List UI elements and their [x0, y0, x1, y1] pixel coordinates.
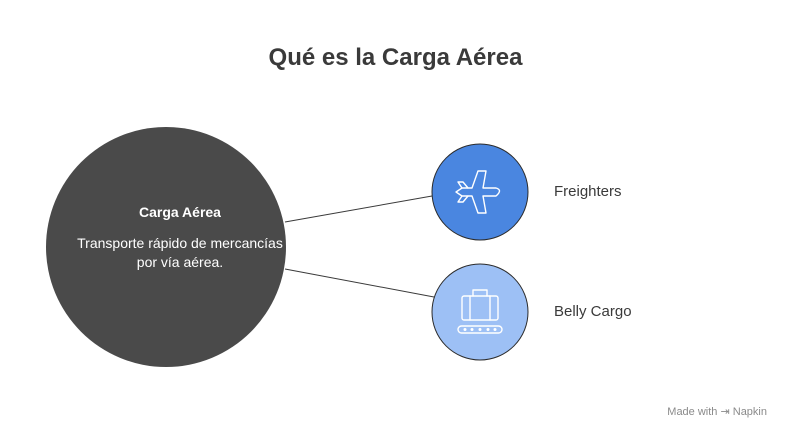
belly-cargo-circle [431, 263, 529, 361]
luggage-conveyor-icon [457, 289, 503, 334]
center-title: Carga Aérea [139, 204, 221, 220]
connector-belly-cargo [284, 268, 435, 298]
airplane-icon [455, 170, 501, 214]
center-text-block: Carga Aérea Transporte rápido de mercanc… [70, 204, 290, 272]
napkin-watermark: Made with ⇥ Napkin [667, 406, 767, 418]
center-description: Transporte rápido de mercancías por vía … [77, 235, 283, 270]
freighters-label: Freighters [554, 183, 622, 200]
page-title: Qué es la Carga Aérea [268, 44, 523, 71]
connector-freighters [284, 195, 433, 223]
center-circle [46, 127, 286, 367]
belly-cargo-label: Belly Cargo [554, 303, 632, 320]
freighters-circle [431, 143, 529, 241]
